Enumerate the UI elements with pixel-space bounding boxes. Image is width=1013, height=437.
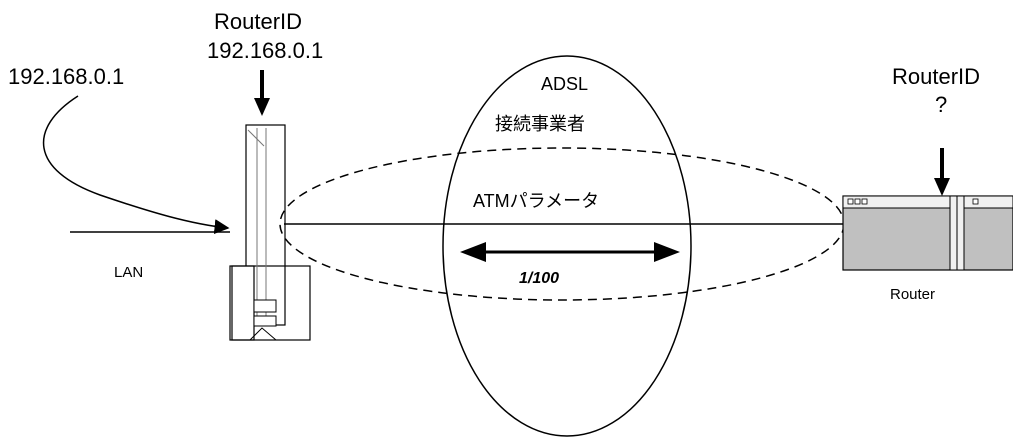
atm-parameter-value: 1/100 — [519, 270, 559, 287]
left-router-device-icon — [229, 124, 311, 341]
right-router-label: Router — [890, 286, 935, 303]
lan-ip-label: 192.168.0.1 — [8, 64, 124, 89]
adsl-label: ADSL — [541, 74, 588, 94]
right-router-id-value: ? — [935, 92, 947, 117]
vpi-vci-double-arrow — [460, 242, 680, 262]
right-router-device-icon — [842, 195, 1013, 271]
isp-label: 接続事業者 — [495, 114, 585, 134]
right-router-id-title: RouterID — [892, 64, 980, 89]
left-router-id-title: RouterID — [214, 9, 302, 34]
left-router-down-arrow — [254, 70, 270, 116]
left-router-id-value: 192.168.0.1 — [207, 38, 323, 63]
adsl-provider-ellipse — [442, 55, 692, 437]
lan-ip-curved-arrow — [42, 95, 230, 235]
lan-label: LAN — [114, 264, 143, 281]
right-router-down-arrow — [934, 148, 950, 196]
atm-parameter-label: ATMパラメータ — [473, 191, 599, 211]
